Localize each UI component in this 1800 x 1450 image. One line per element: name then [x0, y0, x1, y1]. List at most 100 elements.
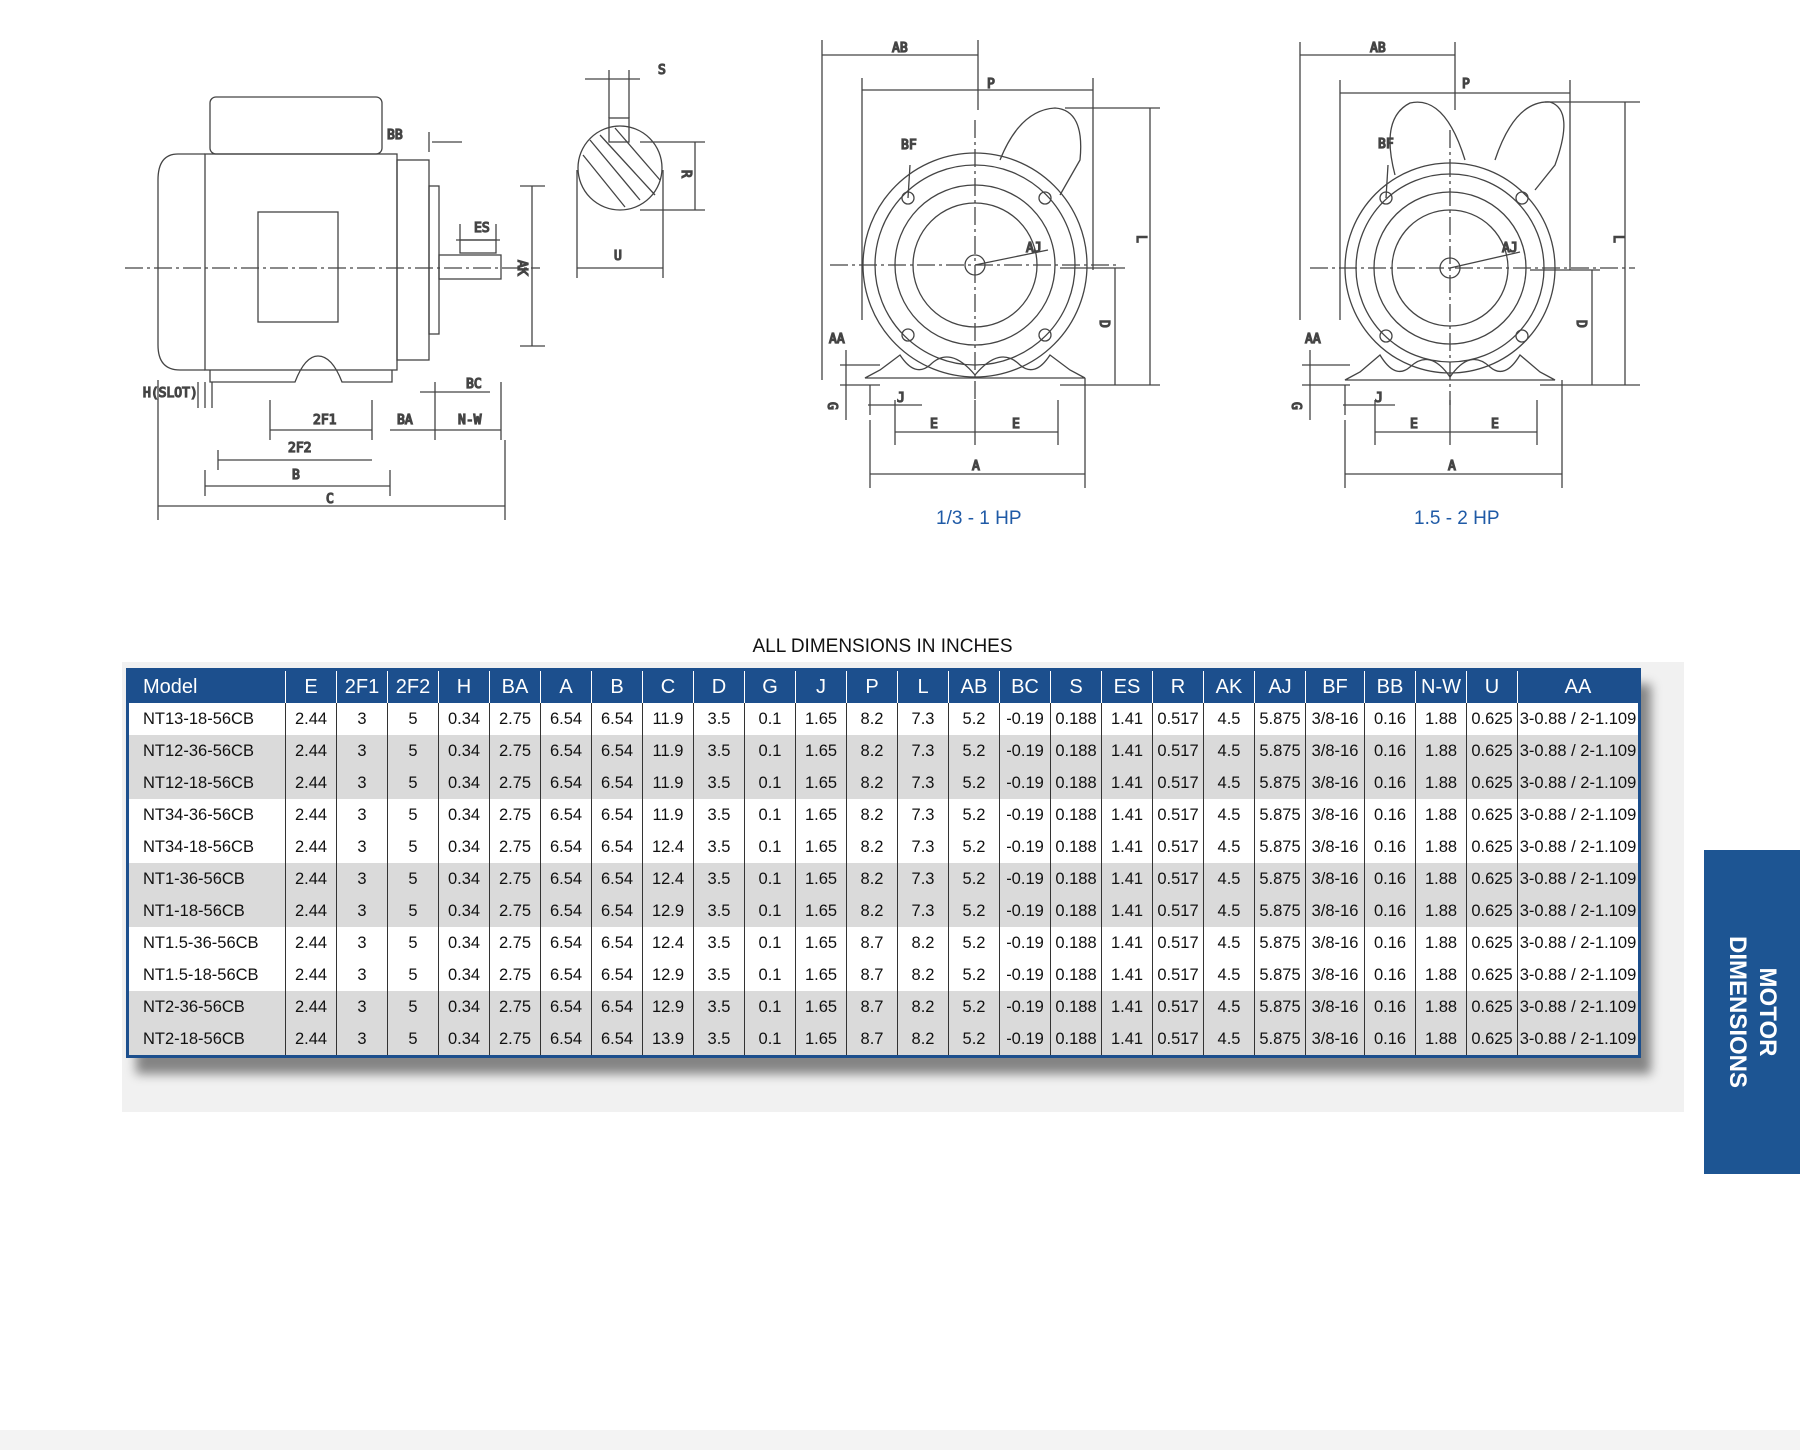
dimension-cell: 0.625: [1466, 767, 1518, 799]
dimension-cell: 3/8-16: [1305, 767, 1365, 799]
model-cell: NT2-18-56CB: [127, 1023, 286, 1057]
dimension-cell: -0.19: [999, 703, 1051, 735]
dimension-cell: 0.188: [1050, 735, 1102, 767]
dimension-cell: 3: [336, 991, 388, 1023]
dimension-cell: 11.9: [642, 767, 694, 799]
dimension-cell: -0.19: [999, 1023, 1051, 1057]
dimension-cell: 5.2: [948, 959, 1000, 991]
dimension-cell: 6.54: [591, 863, 643, 895]
label-u: U: [614, 249, 622, 264]
dimension-cell: 0.517: [1152, 991, 1204, 1023]
dimension-cell: 2.44: [285, 831, 337, 863]
dimension-cell: 2.44: [285, 927, 337, 959]
dimension-cell: 0.188: [1050, 767, 1102, 799]
label-d-large: D: [1573, 320, 1588, 328]
dimension-cell: 0.34: [438, 799, 490, 831]
dimension-cell: 3: [336, 799, 388, 831]
dimension-cell: 0.16: [1364, 735, 1416, 767]
column-header-bf: BF: [1305, 669, 1365, 703]
dimension-cell: 5.2: [948, 703, 1000, 735]
dimension-cell: 0.34: [438, 895, 490, 927]
table-title: ALL DIMENSIONS IN INCHES: [752, 636, 1013, 657]
dimension-cell: 5.875: [1254, 863, 1306, 895]
dimension-cell: 5.875: [1254, 799, 1306, 831]
dimension-cell: 5: [387, 991, 439, 1023]
dimension-cell: 8.2: [846, 735, 898, 767]
dimension-cell: 6.54: [540, 831, 592, 863]
dimension-cell: 3.5: [693, 703, 745, 735]
column-header-r: R: [1152, 669, 1204, 703]
column-header-l: L: [897, 669, 949, 703]
dimension-cell: 2.44: [285, 703, 337, 735]
dimension-cell: 5: [387, 927, 439, 959]
dimension-cell: -0.19: [999, 895, 1051, 927]
dimension-cell: 6.54: [540, 927, 592, 959]
dimension-cell: 6.54: [540, 703, 592, 735]
caption-large-hp: 1.5 - 2 HP: [1414, 508, 1500, 529]
dimension-cell: 0.517: [1152, 767, 1204, 799]
dimension-cell: 5: [387, 703, 439, 735]
dimension-cell: 1.88: [1415, 863, 1467, 895]
dimension-cell: 1.41: [1101, 799, 1153, 831]
column-header-c: C: [642, 669, 694, 703]
dimension-cell: 3.5: [693, 735, 745, 767]
dimension-cell: 0.16: [1364, 991, 1416, 1023]
dimension-cell: 4.5: [1203, 991, 1255, 1023]
dimension-cell: 4.5: [1203, 799, 1255, 831]
label-h-slot: H(SLOT): [143, 386, 198, 401]
dimension-cell: 3-0.88 / 2-1.109: [1517, 735, 1640, 767]
dimension-cell: 3: [336, 927, 388, 959]
column-header-j: J: [795, 669, 847, 703]
dimension-cell: 3.5: [693, 863, 745, 895]
dimension-cell: 1.41: [1101, 959, 1153, 991]
label-aj-large: AJ: [1502, 241, 1518, 256]
dimension-cell: 2.75: [489, 767, 541, 799]
dimension-cell: 3: [336, 895, 388, 927]
label-s: S: [658, 63, 666, 78]
column-header-b: B: [591, 669, 643, 703]
dimension-cell: 1.65: [795, 863, 847, 895]
label-bb: BB: [387, 128, 403, 143]
column-header-model: Model: [127, 669, 286, 703]
dimension-cell: 3-0.88 / 2-1.109: [1517, 863, 1640, 895]
dimension-cell: 6.54: [591, 991, 643, 1023]
dimension-cell: 1.41: [1101, 1023, 1153, 1057]
dimension-cell: 12.9: [642, 991, 694, 1023]
dimension-cell: 2.44: [285, 863, 337, 895]
dimension-cell: 1.41: [1101, 895, 1153, 927]
column-header-es: ES: [1101, 669, 1153, 703]
dimension-cell: 6.54: [591, 959, 643, 991]
dimension-cell: 0.188: [1050, 991, 1102, 1023]
label-a-large: A: [1448, 459, 1456, 474]
model-cell: NT12-36-56CB: [127, 735, 286, 767]
dimension-cell: 3/8-16: [1305, 703, 1365, 735]
dimension-cell: 0.188: [1050, 959, 1102, 991]
dimension-cell: 3/8-16: [1305, 991, 1365, 1023]
dimension-cell: 6.54: [540, 991, 592, 1023]
dimension-cell: 5: [387, 799, 439, 831]
dimension-cell: 1.88: [1415, 1023, 1467, 1057]
dimension-cell: 0.16: [1364, 927, 1416, 959]
dimension-cell: 3-0.88 / 2-1.109: [1517, 959, 1640, 991]
dimension-cell: 0.1: [744, 927, 796, 959]
dimension-cell: 5.875: [1254, 895, 1306, 927]
dimension-cell: 3/8-16: [1305, 831, 1365, 863]
dimension-cell: 5.2: [948, 895, 1000, 927]
dimension-cell: 0.188: [1050, 1023, 1102, 1057]
column-header-p: P: [846, 669, 898, 703]
column-header-u: U: [1466, 669, 1518, 703]
dimension-cell: 1.88: [1415, 959, 1467, 991]
dimension-cell: 0.188: [1050, 895, 1102, 927]
dimension-cell: 0.517: [1152, 863, 1204, 895]
dimension-cell: 4.5: [1203, 927, 1255, 959]
dimension-cell: -0.19: [999, 767, 1051, 799]
model-cell: NT12-18-56CB: [127, 767, 286, 799]
label-d-small: D: [1096, 320, 1111, 328]
dimension-cell: 6.54: [591, 831, 643, 863]
dimension-cell: 0.34: [438, 863, 490, 895]
